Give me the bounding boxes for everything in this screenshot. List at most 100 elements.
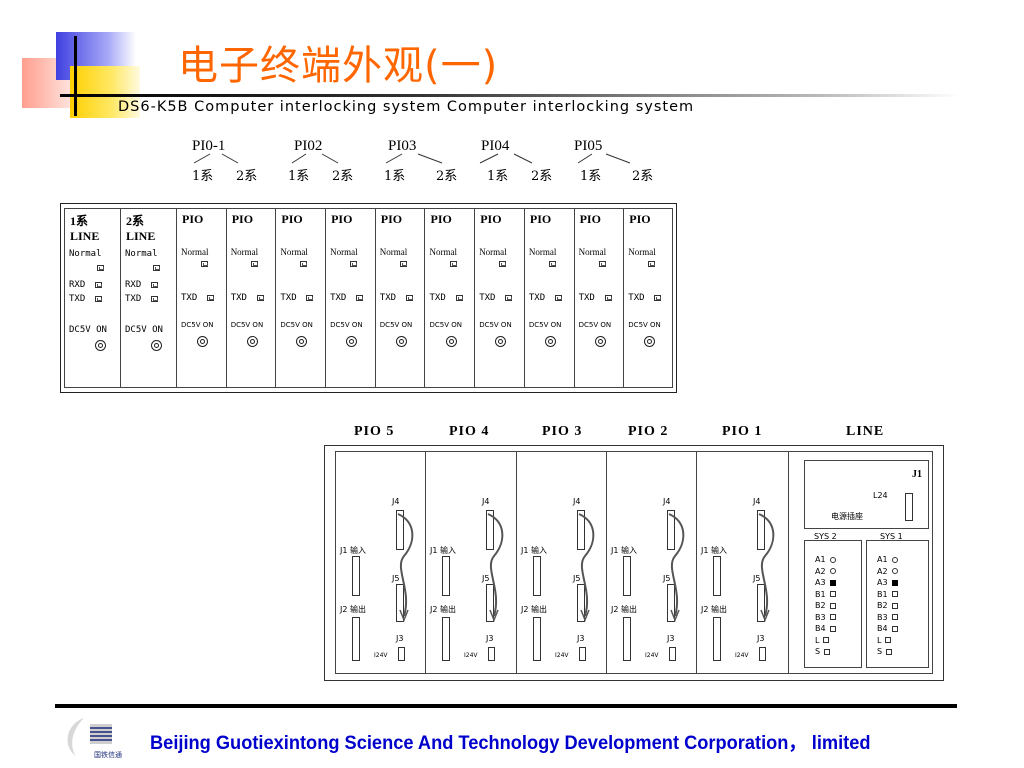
txd-label: TXD [479, 293, 496, 303]
company-logo: 国铁信通 [62, 712, 152, 762]
normal-led-icon [97, 265, 104, 271]
bottom-header-pio1: PIO 1 [722, 424, 763, 439]
indicator-lamp-icon [829, 591, 836, 597]
bottom-header-pio2: PIO 2 [628, 424, 669, 439]
j4-label: J4 [753, 497, 761, 506]
j1-connector [442, 556, 450, 596]
indicator-lamp-icon [891, 602, 898, 609]
j4-label: J4 [392, 497, 400, 506]
card-title: PIO [331, 212, 353, 226]
indicator-label: A3 [815, 578, 826, 587]
j2-connector [533, 617, 541, 661]
indicator-label: B4 [877, 624, 888, 633]
indicator-row: B3 [877, 613, 898, 622]
card-title: 1系 [70, 214, 89, 228]
power-indicator-icon [395, 336, 407, 347]
j2-output-label: J2 输出 [340, 605, 366, 614]
txd-label: TXD [230, 293, 247, 303]
dc5v-label: DC5V ON [280, 321, 313, 329]
pio-group-name: PI05 [574, 138, 603, 154]
indicator-row: A1 [877, 555, 898, 564]
indicator-row: B4 [877, 624, 898, 633]
txd-label: TXD [125, 294, 142, 304]
txd-label: TXD [578, 293, 595, 303]
j4-connector [396, 510, 404, 550]
txd-led-icon [207, 295, 214, 301]
card-title: PIO [430, 212, 452, 226]
j3-jumper [579, 647, 586, 661]
bottom-header-pio4: PIO 4 [449, 424, 490, 439]
j1-input-label: J1 输入 [611, 546, 637, 555]
dc5v-label: DC5V ON [528, 321, 562, 329]
normal-led-icon [300, 261, 308, 267]
indicator-label: A1 [877, 555, 888, 564]
normal-led-icon [399, 261, 407, 267]
card-title: PIO [182, 212, 204, 226]
indicator-label: B2 [877, 601, 888, 610]
i24v-label: I24V [645, 652, 659, 659]
indicator-row: B1 [877, 590, 898, 599]
j2-connector [623, 617, 631, 661]
header-divider [60, 94, 960, 97]
normal-led-icon [250, 261, 258, 267]
indicator-label: B1 [877, 589, 888, 599]
j3-label: J3 [757, 634, 765, 643]
indicator-row: L [877, 636, 892, 645]
j2-output-label: J2 输出 [611, 605, 637, 614]
indicator-row: S [815, 647, 831, 656]
power-indicator-icon [495, 336, 507, 347]
normal-label: Normal [578, 247, 607, 257]
normal-label: Normal [528, 247, 557, 257]
txd-label: TXD [330, 293, 347, 303]
power-indicator-icon [346, 336, 358, 347]
j1-connector [623, 556, 631, 596]
rxd-led-icon [151, 282, 158, 288]
slide-title: 电子终端外观(一) [178, 43, 499, 89]
indicator-row: A2 [815, 567, 836, 576]
indicator-lamp-icon [829, 579, 836, 586]
sys-1-label: 1系 [192, 169, 214, 184]
dc5v-label: DC5V ON [330, 321, 363, 329]
top-pio-labels: PI0-1 1系 2系 PI02 1系 2系 PI03 1系 2系 PI04 1… [180, 138, 680, 188]
txd-led-icon [455, 295, 463, 301]
j5-connector [667, 584, 675, 622]
j4-connector [757, 510, 765, 550]
header-decoration-vertical-line [74, 36, 77, 116]
power-indicator-icon [594, 336, 606, 347]
j3-jumper [398, 647, 405, 661]
bottom-header-line: LINE [846, 424, 885, 439]
indicator-lamp-icon [829, 568, 836, 574]
power-indicator-icon [151, 340, 162, 351]
indicator-label: B4 [815, 624, 826, 633]
indicator-label: B1 [815, 589, 826, 599]
company-name: Beijing Guotiexintong Science And Techno… [150, 733, 871, 754]
i24v-label: I24V [555, 652, 569, 659]
card-title: PIO [579, 212, 601, 226]
indicator-row: A2 [877, 567, 898, 576]
j5-connector [486, 584, 494, 622]
sys-2-label: 2系 [531, 169, 553, 184]
txd-label: TXD [429, 293, 446, 303]
j2-connector [442, 617, 450, 661]
indicator-lamp-icon [891, 568, 898, 574]
ribbon-arrow-icon [758, 513, 775, 623]
card-title: 2系 [126, 214, 145, 228]
txd-label: TXD [280, 293, 297, 303]
normal-led-icon [153, 265, 160, 271]
indicator-label: A2 [815, 566, 826, 576]
indicator-row: L [815, 636, 830, 645]
j1-input-label: J1 输入 [521, 546, 547, 555]
rxd-label: RXD [125, 280, 142, 290]
card-subtitle: LINE [70, 229, 100, 243]
ribbon-arrow-icon [487, 513, 504, 623]
indicator-row: S [877, 647, 893, 656]
j1-input-label: J1 输入 [340, 546, 366, 555]
normal-led-icon [598, 261, 606, 267]
j5-connector [757, 584, 765, 622]
normal-led-icon [648, 261, 656, 267]
pio-group-3: PI03 1系 2系 [384, 138, 478, 188]
